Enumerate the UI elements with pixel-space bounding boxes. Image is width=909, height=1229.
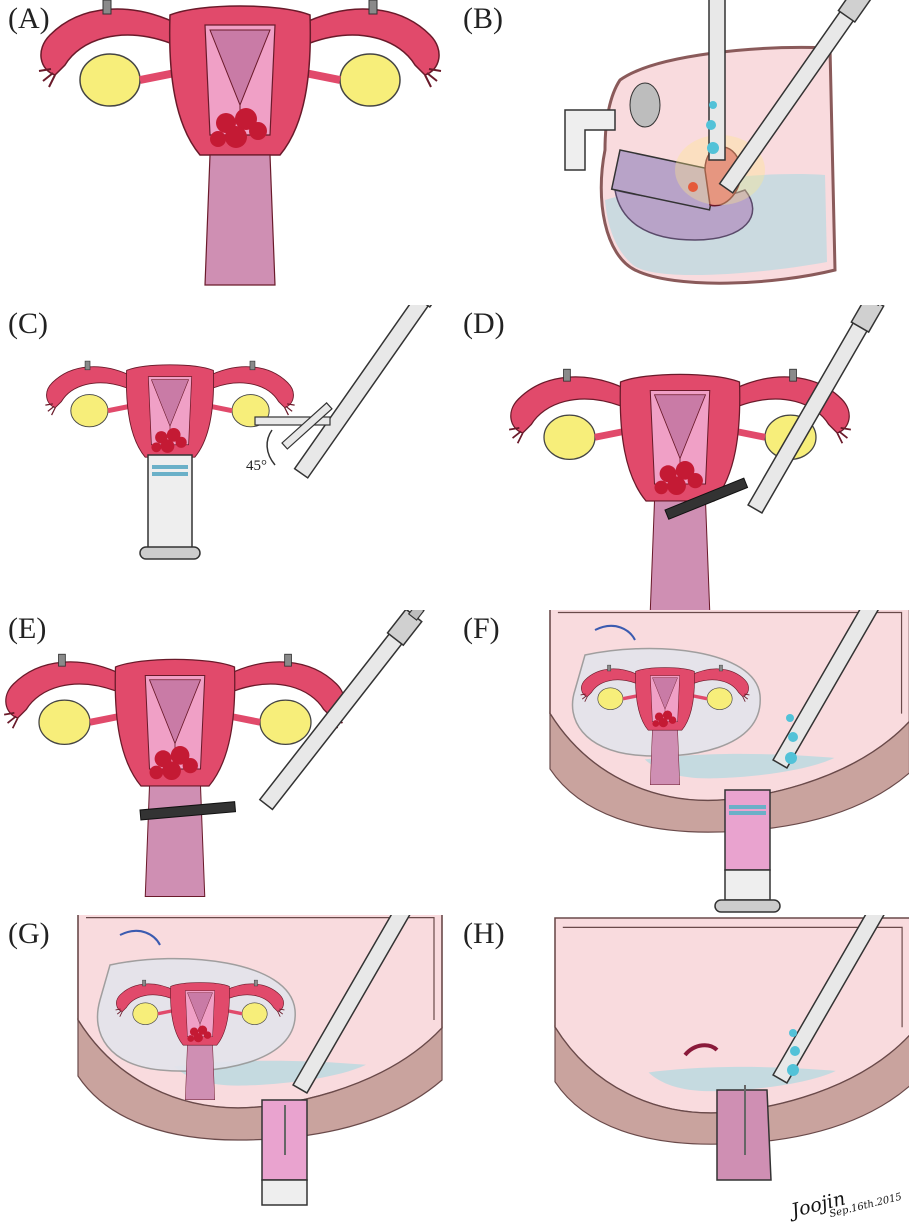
panel-a: (A) <box>0 0 454 305</box>
panel-f-illustration <box>455 610 909 915</box>
panel-a-illustration <box>0 0 454 305</box>
panel-d-illustration <box>455 305 909 610</box>
angle-label: 45° <box>246 458 267 475</box>
panel-e-illustration <box>0 610 454 915</box>
panel-c-illustration <box>0 305 454 610</box>
panel-b-illustration <box>455 0 909 305</box>
panel-c: (C) 45° <box>0 305 454 610</box>
panel-h-illustration <box>455 915 909 1220</box>
panel-g-illustration <box>0 915 454 1220</box>
panel-h: (H) Joojin Sep.16th.2015 <box>455 915 909 1220</box>
panel-e: (E) <box>0 610 454 915</box>
panel-f: (F) <box>455 610 909 915</box>
panel-d: (D) <box>455 305 909 610</box>
uterus-illustration <box>39 0 441 285</box>
panel-g: (G) <box>0 915 454 1220</box>
uterus-illustration <box>509 369 851 610</box>
panel-b: (B) <box>455 0 909 305</box>
